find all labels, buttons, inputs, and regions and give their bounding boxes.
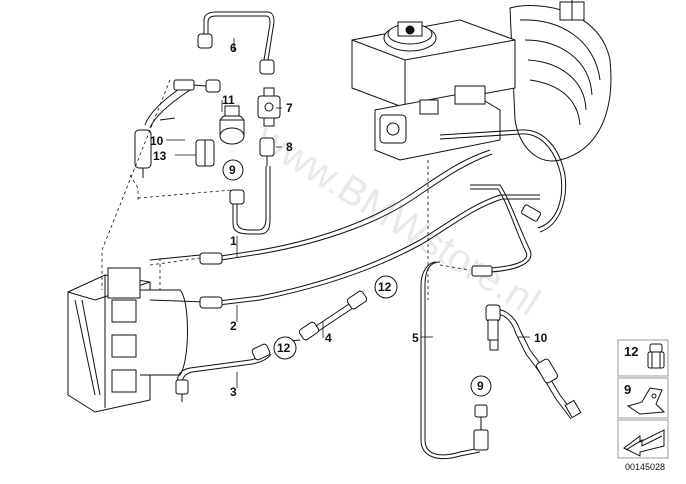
brake-pipes-upper <box>207 129 567 307</box>
callout-9-bottom: 9 <box>477 379 484 393</box>
brake-pipe-4 <box>279 290 368 343</box>
callout-circle-9-top: 9 <box>222 159 244 181</box>
fitting-8 <box>259 137 275 166</box>
master-cylinder-reservoir <box>351 19 516 161</box>
legend-label-12: 12 <box>624 344 638 359</box>
brake-hose-10-right <box>485 304 582 420</box>
pipe-fitting-right <box>471 204 542 277</box>
callout-12-mid: 12 <box>378 280 392 294</box>
arrow-icon <box>623 429 665 457</box>
abs-hydraulic-unit <box>67 254 206 413</box>
brake-pipe-3 <box>175 343 272 402</box>
parts-legend: 12 9 00145028 <box>617 339 669 472</box>
sleeve-nut-icon <box>647 343 665 369</box>
connector-7 <box>257 87 281 127</box>
callout-11: 11 <box>222 93 235 107</box>
callout-9-top: 9 <box>229 163 236 177</box>
pressure-sensor-11 <box>219 105 245 145</box>
callout-10-left: 10 <box>150 134 164 148</box>
callout-2: 2 <box>230 319 237 333</box>
bracket-clip-icon <box>626 387 666 415</box>
pipe-fitting-1 <box>199 252 223 265</box>
sensor-connector-13 <box>195 139 215 167</box>
callout-7: 7 <box>286 101 293 115</box>
callout-13: 13 <box>153 149 167 163</box>
pipe-fitting-2 <box>199 296 223 309</box>
callout-3: 3 <box>230 385 237 399</box>
callout-6: 6 <box>230 41 237 55</box>
callout-circle-12-left: 12 <box>273 336 297 360</box>
callout-circle-12-mid: 12 <box>374 275 398 299</box>
callout-leader-lines <box>166 38 530 388</box>
callout-12-left: 12 <box>277 341 291 355</box>
dashed-leader-lines <box>101 79 471 300</box>
brake-pipe-6 <box>197 11 275 75</box>
callout-8: 8 <box>286 140 293 154</box>
callout-1: 1 <box>230 234 237 248</box>
callout-4: 4 <box>325 331 332 345</box>
brake-pipe-5 <box>420 261 489 460</box>
brake-booster <box>509 0 612 162</box>
legend-label-9: 9 <box>624 382 631 397</box>
callout-10-right: 10 <box>534 331 548 345</box>
callout-5: 5 <box>412 331 419 345</box>
brake-pipe-short <box>229 166 271 235</box>
document-id: 00145028 <box>625 462 665 472</box>
callout-circle-9-bottom: 9 <box>470 375 492 397</box>
